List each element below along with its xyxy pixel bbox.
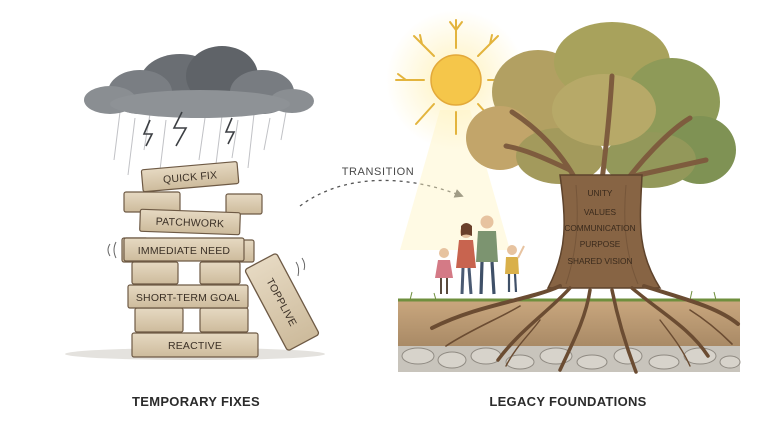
tree-roots — [430, 284, 740, 374]
block-immediate-need: IMMEDIATE NEED — [123, 237, 245, 262]
block-patchwork: PATCHWORK — [139, 208, 241, 236]
arrow-icon — [299, 179, 464, 207]
tree-trunk — [546, 174, 662, 289]
block-short-term-goal: SHORT-TERM GOAL — [127, 284, 249, 309]
stone-layer — [401, 347, 741, 370]
storm-cloud-icon — [84, 46, 314, 118]
family-icon — [435, 215, 525, 295]
lightning-icon — [142, 111, 236, 147]
trunk-word-values: VALUES — [584, 207, 617, 217]
left-panel: QUICK FIX PATCHWORK IMMEDIATE NEED SHORT… — [65, 46, 325, 360]
grass — [409, 290, 717, 301]
transition-label: TRANSITION — [342, 166, 415, 178]
trunk-word-unity: UNITY — [588, 188, 613, 198]
tower-filler-blocks — [121, 191, 263, 333]
caption-legacy-foundations: LEGACY FOUNDATIONS — [489, 394, 647, 409]
tree-icon: UNITY VALUES COMMUNICATION PURPOSE SHARE… — [466, 22, 736, 289]
block-label-reactive: REACTIVE — [168, 340, 222, 352]
rain-icon — [113, 111, 287, 176]
trunk-word-communication: COMMUNICATION — [564, 223, 635, 233]
block-label-immediate-need: IMMEDIATE NEED — [138, 245, 231, 257]
wobble-marks — [107, 241, 306, 277]
block-label-short-term-goal: SHORT-TERM GOAL — [136, 292, 240, 304]
block-label-patchwork: PATCHWORK — [156, 216, 225, 230]
block-quick-fix: QUICK FIX — [140, 161, 240, 193]
soil-layer — [398, 290, 741, 372]
trunk-word-purpose: PURPOSE — [580, 239, 621, 249]
caption-temporary-fixes: TEMPORARY FIXES — [131, 394, 261, 409]
block-label-quick-fix: QUICK FIX — [163, 169, 218, 186]
transition-arrow: TRANSITION — [299, 166, 464, 207]
right-panel: UNITY VALUES COMMUNICATION PURPOSE SHARE… — [386, 10, 741, 374]
block-reactive: REACTIVE — [131, 332, 259, 358]
block-tower: QUICK FIX PATCHWORK IMMEDIATE NEED SHORT… — [107, 161, 306, 358]
trunk-word-shared-vision: SHARED VISION — [567, 256, 632, 266]
